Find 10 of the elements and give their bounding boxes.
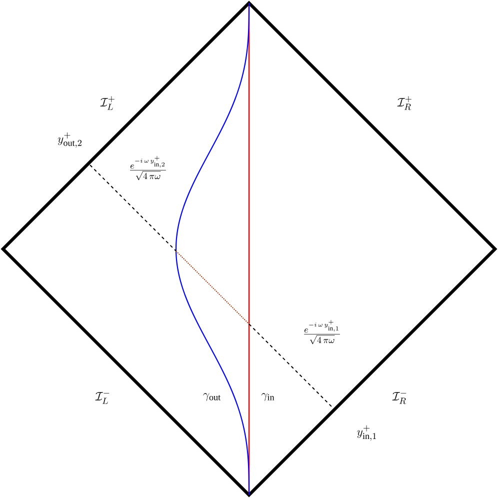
scri-label: $\mathcal{I}_L^+$ xyxy=(100,96,114,110)
scri-label: $\mathcal{I}_R^-$ xyxy=(392,392,406,404)
scri-label: $\mathcal{I}_R^+$ xyxy=(397,96,412,110)
coordinate-label: $y^+_{\mathrm{in},1}$ xyxy=(357,425,376,441)
mode-formula: $\frac{e^{-i\,\omega\,y^+_{\mathrm{in},1}}}{\sqrt{4\,\pi\omega}}$ xyxy=(304,320,340,344)
curve-label: $\gamma_{\mathrm{in}}$ xyxy=(261,393,274,401)
coordinate-label: $y^+_{\mathrm{out},2}$ xyxy=(58,132,82,148)
scri-label: $\mathcal{I}_L^-$ xyxy=(95,392,110,404)
curve-label: $\gamma_{\mathrm{out}}$ xyxy=(203,393,221,401)
mode-formula: $\frac{e^{-i\,\omega\,y^+_{\mathrm{in},2}}}{\sqrt{4\,\pi\omega}}$ xyxy=(130,156,166,180)
